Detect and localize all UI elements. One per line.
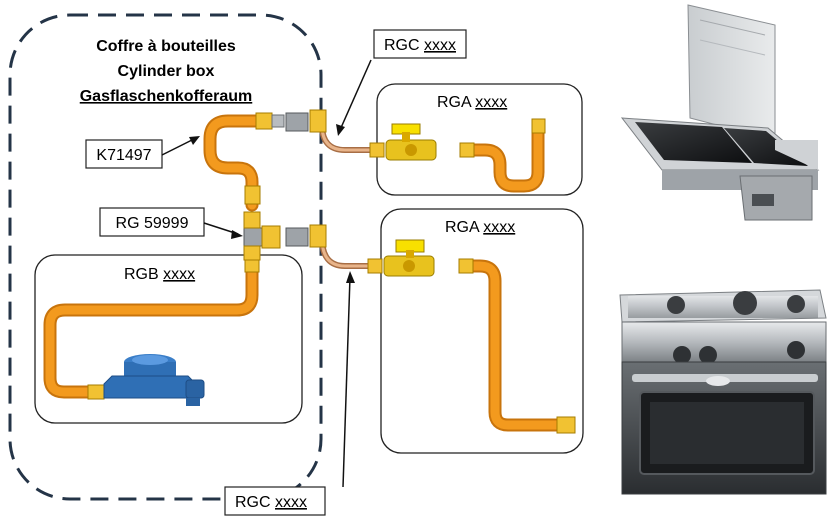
brass-fittings: [87, 109, 576, 434]
callout-rgc-top: RGC xxxx: [336, 29, 467, 136]
callout-k71497: K71497: [85, 136, 200, 169]
rga-bottom-box: [380, 208, 584, 454]
cylinder-box-title: Coffre à bouteilles Cylinder box Gasflas…: [80, 38, 253, 105]
rgc-top-label: RGC xxxx: [384, 37, 456, 54]
rga-top-label: RGA xxxx: [437, 94, 507, 111]
rga-top-box: [376, 83, 583, 196]
callout-rg59999: RG 59999: [99, 207, 243, 239]
hob-with-lid-image: [620, 4, 820, 221]
regulator-icon: [103, 354, 205, 406]
title-en: Cylinder box: [118, 63, 215, 80]
title-de: Gasflaschenkofferaum: [80, 88, 253, 105]
gas-cooker-image: [619, 289, 827, 495]
rgb-box: [34, 254, 303, 424]
cylinder-box-border: [8, 13, 323, 501]
copper-pipes: [319, 122, 375, 269]
rgc-bottom-label: RGC xxxx: [235, 494, 307, 511]
rga-bottom-label: RGA xxxx: [445, 219, 515, 236]
title-fr: Coffre à bouteilles: [96, 38, 236, 55]
rg59999-label: RG 59999: [116, 215, 189, 232]
hoses: [43, 114, 565, 432]
callout-rgc-bottom: RGC xxxx: [224, 271, 355, 516]
valve-bottom: [383, 239, 435, 277]
valve-top: [385, 123, 437, 161]
hose-rga-bottom: [463, 259, 565, 432]
rgb-label: RGB xxxx: [124, 266, 195, 283]
k71497-label: K71497: [96, 147, 151, 164]
